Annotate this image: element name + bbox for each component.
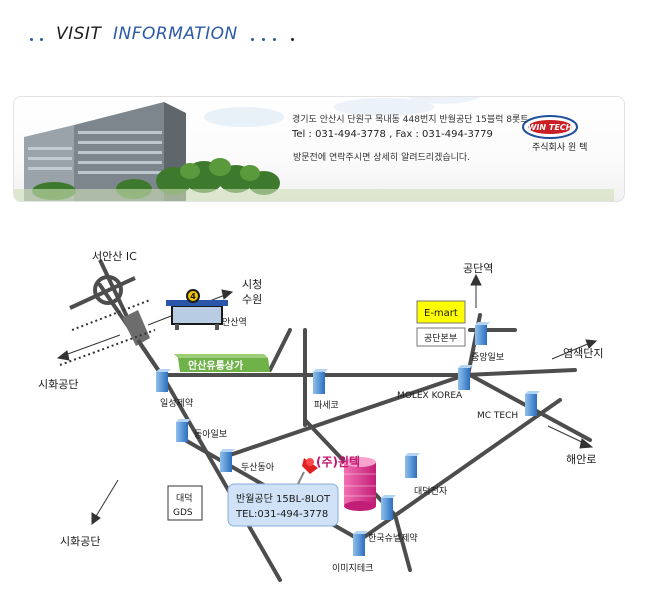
ic-interchange-icon bbox=[93, 275, 123, 305]
label-ilseong: 일성제약 bbox=[160, 397, 193, 409]
header-visit: VISIT bbox=[56, 24, 102, 44]
company-name: 주식회사 윈 텍 bbox=[532, 143, 588, 153]
callout-tel: TEL:031-494-3778 bbox=[235, 509, 328, 520]
tel-fax-text: Tel : 031-494-3778 , Fax : 031-494-3779 bbox=[292, 129, 493, 140]
label-joongang-ilbo: 중앙일보 bbox=[471, 351, 504, 363]
label-sicheong: 시청 bbox=[242, 278, 262, 291]
label-molex: MOLEX KOREA bbox=[397, 391, 463, 401]
dot-icon bbox=[40, 38, 43, 41]
wintech-logo: WIN TECH bbox=[522, 115, 578, 139]
label-sihwa-bottom: 시화공단 bbox=[60, 535, 100, 548]
callout-address: 반월공단 15BL-8LOT bbox=[236, 493, 331, 505]
gongdan-hq-box bbox=[416, 327, 466, 347]
notice-text: 방문전에 연락주시면 상세히 알려드리겠습니다. bbox=[293, 153, 471, 163]
label-mc-tech: MC TECH bbox=[477, 411, 518, 421]
label-donga-ilbo: 동아일보 bbox=[194, 429, 227, 440]
molex-building-icon bbox=[458, 365, 473, 390]
dot-icon bbox=[291, 38, 294, 41]
label-ansan-mall: 안산유통상가 bbox=[188, 359, 244, 372]
dot-icon bbox=[30, 38, 33, 41]
label-ansan-station: 안산역 bbox=[222, 317, 247, 328]
label-emart: E-mart bbox=[424, 308, 458, 319]
ilseong-building-icon bbox=[156, 369, 171, 392]
label-wintech: (주)윈텍 bbox=[316, 454, 360, 469]
label-dusan-donga: 두산동아 bbox=[241, 462, 275, 473]
banner-illustration: WIN TECH bbox=[14, 97, 614, 201]
label-yeomsaek: 염색단지 bbox=[563, 347, 603, 360]
label-daedeok-gds-1: 대덕 bbox=[176, 493, 193, 504]
highway bbox=[69, 259, 167, 382]
wintech-callout-box bbox=[227, 483, 339, 527]
label-sihwa-top: 시화공단 bbox=[38, 378, 78, 391]
location-map: 4 서안산 IC bbox=[38, 250, 603, 582]
label-daedeok-elec: 대덕전자 bbox=[414, 486, 448, 497]
building-markers bbox=[156, 322, 540, 556]
label-hankook-pharma: 한국슈넬제약 bbox=[368, 532, 418, 544]
donga-ilbo-building-icon bbox=[176, 419, 191, 442]
wintech-building-icon bbox=[344, 457, 376, 511]
dot-icon bbox=[251, 38, 254, 41]
location-pin-icon bbox=[297, 458, 318, 485]
label-imiji-tech: 이미지테크 bbox=[332, 563, 373, 574]
label-gongdan-station: 공단역 bbox=[463, 262, 493, 275]
label-haeanro: 해안로 bbox=[566, 452, 596, 466]
svg-text:WIN TECH: WIN TECH bbox=[528, 123, 573, 132]
mctech-building-icon bbox=[525, 391, 540, 416]
svg-text:4: 4 bbox=[190, 292, 196, 301]
dot-icon bbox=[273, 38, 276, 41]
label-suwon: 수원 bbox=[242, 293, 262, 306]
hankook-pharma-building-icon bbox=[381, 495, 396, 520]
label-gongdan-hq: 공단본부 bbox=[424, 333, 457, 344]
address-text: 경기도 안산시 단원구 목내동 448번지 반월공단 15블럭 8롯트 bbox=[292, 115, 529, 125]
dot-icon bbox=[262, 38, 265, 41]
paseko-building-icon bbox=[313, 369, 328, 394]
ansan-station-platform: 4 bbox=[166, 289, 228, 330]
imiji-building-icon bbox=[353, 531, 368, 556]
joongang-building-icon bbox=[475, 322, 490, 345]
label-seoansan-ic: 서안산 IC bbox=[92, 250, 137, 263]
label-paseko: 파세코 bbox=[314, 400, 339, 411]
ansan-mall-banner bbox=[178, 358, 270, 372]
header-information: INFORMATION bbox=[113, 24, 238, 44]
roads bbox=[98, 283, 592, 582]
label-daedeok-gds-2: GDS bbox=[173, 508, 193, 518]
dusan-donga-building-icon bbox=[220, 449, 235, 472]
daedeok-elec-building-icon bbox=[405, 453, 420, 478]
subway-line-icon bbox=[186, 289, 200, 303]
company-info-banner: WIN TECH 경기도 안산시 단원구 목내동 448번지 반월공단 15블럭… bbox=[13, 96, 625, 202]
emart-box bbox=[416, 300, 466, 324]
daedeok-gds-box bbox=[167, 485, 203, 521]
page-header: VISIT INFORMATION bbox=[0, 0, 650, 60]
